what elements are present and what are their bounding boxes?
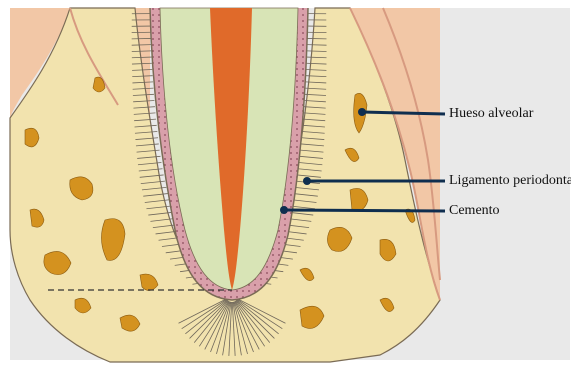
label-periodontal-ligament: Ligamento periodonta [449,173,571,189]
leader-line-alveolar-bone [362,112,445,114]
label-alveolar-bone: Hueso alveolar [449,106,533,122]
pointer-dot-alveolar-bone [358,108,366,116]
ligament-fiber [132,45,151,46]
ligament-fiber [307,45,326,46]
pointer-dot-periodontal-ligament [303,177,311,185]
pointer-dot-cementum [280,206,288,214]
label-cementum: Cemento [449,203,500,219]
leader-line-cementum [284,210,445,211]
